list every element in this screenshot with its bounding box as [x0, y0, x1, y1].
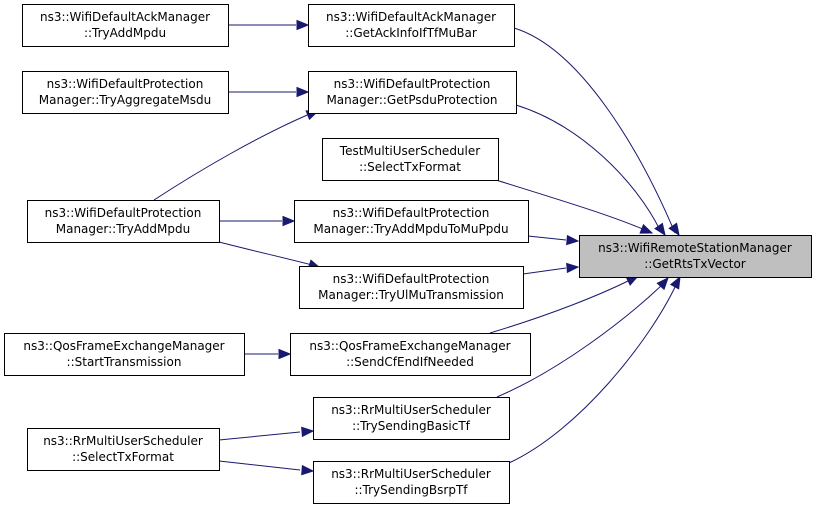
- edge-arrowhead: [668, 222, 680, 237]
- edge-arrowhead: [296, 86, 310, 98]
- edge-n2-n1: [228, 19, 310, 31]
- edge-line: [218, 460, 301, 471]
- node-label-line1: ns3::QosFrameExchangeManager: [309, 339, 510, 353]
- nodes-layer: ns3::WifiRemoteStationManager::GetRtsTxV…: [4, 4, 812, 504]
- edge-n9-n0: [489, 275, 640, 334]
- node-label-line2: ::StartTransmission: [67, 355, 182, 369]
- edge-arrowhead: [301, 426, 315, 438]
- node-label-line1: ns3::WifiDefaultAckManager: [40, 10, 210, 24]
- edge-n12-n11: [218, 426, 315, 441]
- edge-line: [218, 431, 301, 441]
- edge-arrowhead: [639, 223, 654, 234]
- node-caller-function[interactable]: ns3::WifiDefaultProtectionManager::TryAd…: [27, 200, 220, 243]
- edge-n5-n3: [153, 110, 320, 201]
- edge-line: [489, 279, 631, 334]
- node-caller-function[interactable]: ns3::WifiDefaultProtectionManager::TryAg…: [22, 71, 229, 114]
- edge-arrowhead: [654, 222, 666, 237]
- node-caller-function[interactable]: ns3::RrMultiUserScheduler::TrySendingBsr…: [313, 461, 510, 504]
- node-box: [308, 4, 515, 47]
- node-box: [322, 138, 499, 181]
- node-root-function[interactable]: ns3::WifiRemoteStationManager::GetRtsTxV…: [579, 235, 812, 278]
- node-label-line2: ::GetAckInfoIfTfMuBar: [345, 26, 477, 40]
- node-caller-function[interactable]: ns3::RrMultiUserScheduler::SelectTxForma…: [27, 428, 220, 471]
- edge-line: [153, 112, 313, 201]
- node-label-line2: ::TrySendingBsrpTf: [354, 483, 468, 497]
- edge-n1-n0: [513, 27, 680, 237]
- edge-arrowhead: [278, 348, 292, 360]
- node-caller-function[interactable]: ns3::WifiDefaultAckManager::GetAckInfoIf…: [308, 4, 515, 47]
- node-label-line2: ::GetRtsTxVector: [644, 257, 746, 271]
- node-box: [22, 71, 229, 114]
- edge-n3-n0: [515, 104, 666, 237]
- node-box: [313, 461, 510, 504]
- node-label-line2: Manager::TryAggregateMsdu: [39, 93, 211, 107]
- node-label-line1: TestMultiUserScheduler: [339, 144, 480, 158]
- node-box: [299, 266, 524, 309]
- node-label-line2: ::SendCfEndIfNeeded: [346, 355, 474, 369]
- node-caller-function[interactable]: ns3::WifiDefaultAckManager::TryAddMpdu: [22, 4, 229, 47]
- edge-line: [513, 27, 676, 234]
- edge-n6-n0: [495, 179, 654, 234]
- node-label-line2: ::SelectTxFormat: [72, 450, 174, 464]
- node-caller-function[interactable]: ns3::WifiDefaultProtectionManager::GetPs…: [308, 71, 517, 114]
- node-box: [22, 4, 229, 47]
- node-caller-function[interactable]: ns3::QosFrameExchangeManager::StartTrans…: [4, 333, 245, 376]
- node-box: [27, 428, 220, 471]
- node-label-line2: Manager::GetPsduProtection: [326, 93, 497, 107]
- node-label-line1: ns3::WifiDefaultProtection: [45, 206, 202, 220]
- node-box: [308, 71, 517, 114]
- edge-n10-n9: [244, 348, 292, 360]
- edge-arrowhead: [296, 19, 310, 31]
- node-caller-function[interactable]: ns3::WifiDefaultProtectionManager::TryAd…: [294, 200, 529, 243]
- edge-line: [508, 284, 677, 464]
- node-label-line1: ns3::WifiRemoteStationManager: [598, 241, 792, 255]
- node-box: [313, 397, 510, 440]
- edge-line: [218, 241, 313, 266]
- node-label-line1: ns3::WifiDefaultProtection: [334, 77, 491, 91]
- edge-arrowhead: [301, 464, 315, 476]
- node-label-line1: ns3::RrMultiUserScheduler: [331, 403, 491, 417]
- edge-arrowhead: [282, 215, 296, 227]
- node-caller-function[interactable]: TestMultiUserScheduler::SelectTxFormat: [322, 138, 499, 181]
- node-label-line2: ::TryAddMpdu: [84, 26, 166, 40]
- edge-n13-n0: [508, 275, 681, 464]
- node-box: [294, 200, 529, 243]
- node-box: [27, 200, 220, 243]
- edge-line: [515, 104, 661, 231]
- node-label-line2: ::SelectTxFormat: [359, 160, 461, 174]
- edge-n4-n3: [228, 86, 310, 98]
- node-label-line1: ns3::QosFrameExchangeManager: [23, 339, 224, 353]
- node-caller-function[interactable]: ns3::RrMultiUserScheduler::TrySendingBas…: [313, 397, 510, 440]
- node-label-line1: ns3::WifiDefaultProtection: [333, 206, 490, 220]
- edge-line: [527, 235, 567, 241]
- node-label-line1: ns3::WifiDefaultAckManager: [326, 10, 496, 24]
- node-caller-function[interactable]: ns3::QosFrameExchangeManager::SendCfEndI…: [290, 333, 531, 376]
- edge-arrowhead: [566, 262, 580, 274]
- node-box: [579, 235, 812, 278]
- edge-line: [522, 267, 567, 275]
- node-label-line1: ns3::RrMultiUserScheduler: [43, 434, 203, 448]
- edge-n8-n0: [522, 262, 580, 275]
- edge-arrowhead: [669, 275, 681, 290]
- node-label-line1: ns3::WifiDefaultProtection: [47, 77, 204, 91]
- node-label-line2: Manager::TryUlMuTransmission: [318, 288, 504, 302]
- node-label-line2: ::TrySendingBasicTf: [352, 419, 471, 433]
- edge-n11-n0: [496, 277, 669, 398]
- edge-arrowhead: [656, 277, 669, 291]
- edge-n5-n7: [219, 215, 296, 227]
- node-label-line2: Manager::TryAddMpdu: [56, 222, 191, 236]
- edge-line: [496, 284, 663, 398]
- edge-n5-n8: [218, 241, 322, 270]
- edge-n12-n13: [218, 460, 315, 476]
- edge-line: [495, 179, 646, 231]
- node-label-line1: ns3::WifiDefaultProtection: [333, 272, 490, 286]
- edge-n7-n0: [527, 234, 580, 246]
- node-box: [290, 333, 531, 376]
- edge-arrowhead: [566, 234, 580, 246]
- node-box: [4, 333, 245, 376]
- node-caller-function[interactable]: ns3::WifiDefaultProtectionManager::TryUl…: [299, 266, 524, 309]
- node-label-line2: Manager::TryAddMpduToMuPpdu: [313, 222, 508, 236]
- node-label-line1: ns3::RrMultiUserScheduler: [331, 467, 491, 481]
